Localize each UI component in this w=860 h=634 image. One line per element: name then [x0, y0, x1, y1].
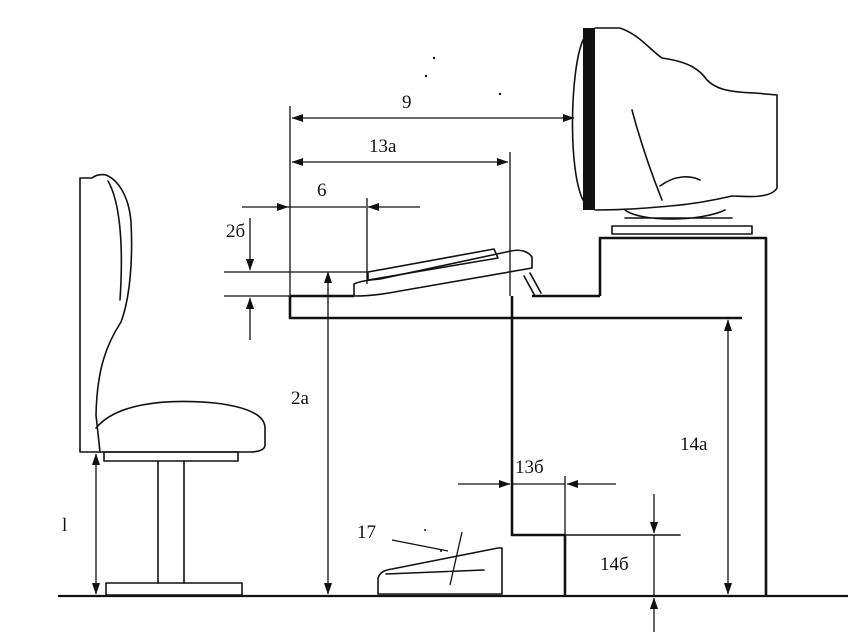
chair-column — [157, 460, 185, 584]
keyboard-stand — [523, 272, 542, 297]
keyboard-keys — [367, 248, 499, 281]
dim-17-angle — [449, 531, 463, 586]
chair-seat-plate — [103, 451, 239, 462]
office-chair — [79, 173, 266, 596]
label-l: l — [62, 515, 67, 536]
monitor-bezel — [583, 28, 595, 210]
keyboard-body — [353, 249, 533, 297]
label-2b: 2б — [226, 221, 245, 242]
label-13b: 13б — [515, 457, 544, 478]
chair-seat — [95, 400, 266, 453]
dim-17-leader — [391, 539, 449, 552]
footrest-body — [377, 547, 503, 595]
desk-front-panel — [510, 296, 567, 596]
dimension-lines — [91, 106, 733, 632]
label-17: 17 — [357, 522, 376, 543]
desk-top — [288, 294, 742, 320]
footrest — [377, 547, 503, 595]
monitor-case-detail — [631, 109, 701, 201]
chair-backrest — [79, 173, 133, 453]
label-9: 9 — [402, 92, 412, 113]
keyboard — [353, 248, 542, 297]
monitor-screen — [571, 39, 584, 201]
label-2a: 2a — [291, 388, 310, 409]
monitor-stand — [611, 209, 753, 235]
label-14b: 14б — [600, 554, 629, 575]
monitor-platform — [598, 236, 768, 596]
label-6: 6 — [317, 180, 327, 201]
desk — [288, 236, 768, 596]
chair-base — [105, 582, 243, 596]
monitor-case — [594, 27, 778, 211]
monitor — [571, 27, 778, 235]
footrest-line — [385, 569, 485, 575]
chair-backrest-inner — [107, 180, 123, 301]
scan-specks — [424, 56, 502, 552]
label-13a: 13a — [369, 136, 397, 157]
label-14a: 14a — [680, 434, 708, 455]
